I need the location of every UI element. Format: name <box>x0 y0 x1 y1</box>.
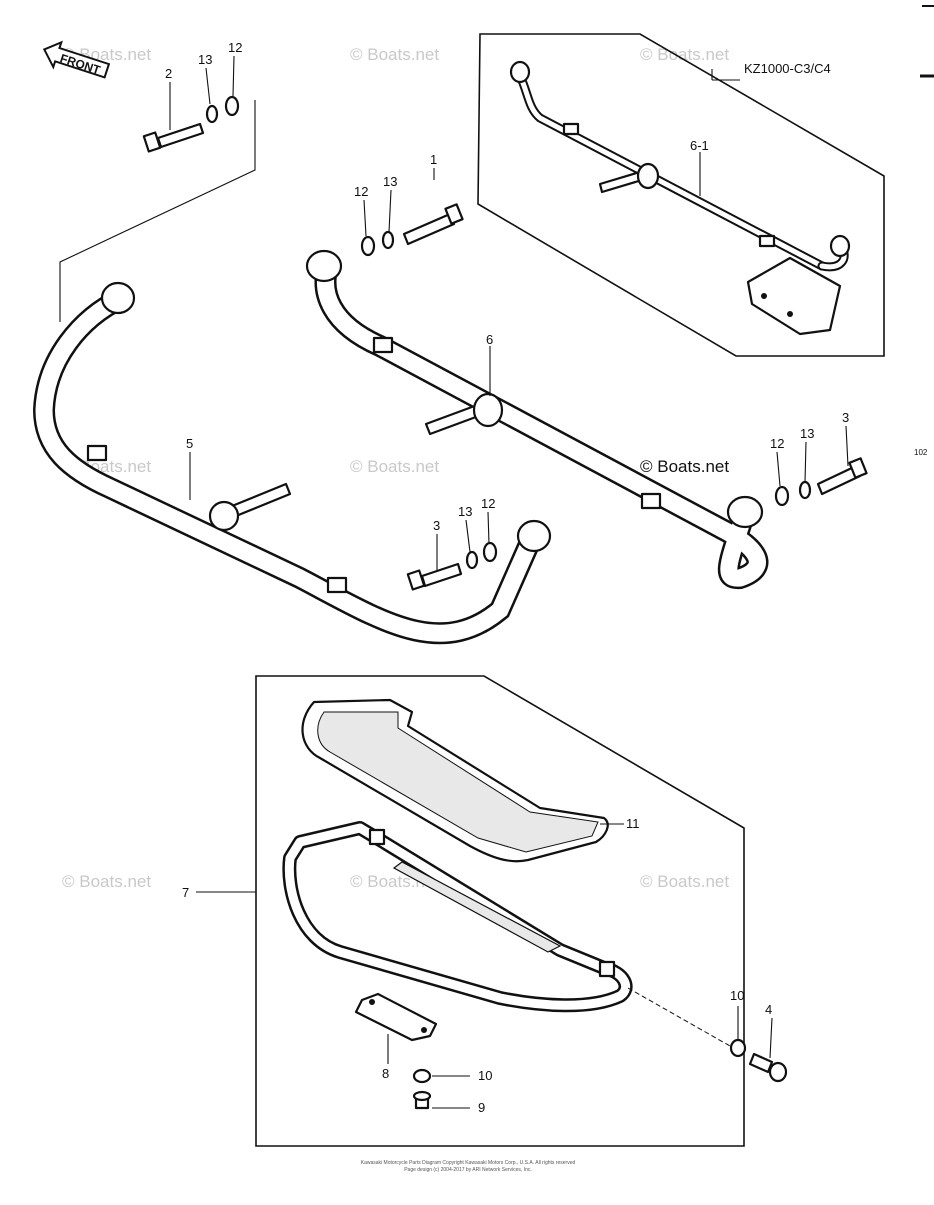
hardware-group-bar5-right <box>406 511 498 591</box>
callout-8: 8 <box>382 1066 389 1081</box>
callout-12: 12 <box>481 496 495 511</box>
bracket-8 <box>354 992 438 1064</box>
lock-washer-13 <box>205 104 219 124</box>
watermark-text: © Boats.net <box>350 45 439 64</box>
washer-12 <box>482 541 498 563</box>
callout-9: 9 <box>478 1100 485 1115</box>
watermark-text: © Boats.net <box>640 872 729 891</box>
inset-kz1000-c3-c4: KZ1000-C3/C4 <box>477 33 885 357</box>
callout-13: 13 <box>800 426 814 441</box>
bolt-2 <box>142 122 205 153</box>
callout-6-1: 6-1 <box>690 138 709 153</box>
bar-5 <box>32 281 552 645</box>
callout-10: 10 <box>478 1068 492 1083</box>
lock-washer-13 <box>381 230 395 250</box>
callout-7: 7 <box>182 885 189 900</box>
washer-12 <box>774 485 790 507</box>
callout-13: 13 <box>458 504 472 519</box>
edge-marks <box>920 5 934 78</box>
hardware-group-floorboard-right <box>627 987 788 1083</box>
bar-6 <box>305 249 769 590</box>
hardware-group-top-left <box>59 55 256 322</box>
washer-10 <box>412 1068 432 1084</box>
footer: Kawasaki Motorcycle Parts Diagram Copyri… <box>361 1160 576 1173</box>
washer-12 <box>224 95 240 117</box>
rubber-mat-11 <box>301 698 624 863</box>
footer-line-1: Kawasaki Motorcycle Parts Diagram Copyri… <box>361 1160 576 1166</box>
hardware-group-bar6-right <box>774 425 868 507</box>
page-ref: 102 <box>914 448 928 457</box>
floorboard-frame <box>282 821 633 1013</box>
callout-12: 12 <box>770 436 784 451</box>
washer-10 <box>729 1038 747 1058</box>
callout-4: 4 <box>765 1002 772 1017</box>
watermark-text: © Boats.net <box>350 457 439 476</box>
lock-washer-13 <box>465 550 479 570</box>
callout-3: 3 <box>433 518 440 533</box>
model-note: KZ1000-C3/C4 <box>744 61 831 76</box>
bolt-9 <box>412 1090 432 1110</box>
callout-6: 6 <box>486 332 493 347</box>
callout-10: 10 <box>730 988 744 1003</box>
callout-11: 11 <box>626 816 640 831</box>
lock-washer-13 <box>798 480 812 500</box>
bolt-3 <box>420 562 463 588</box>
floorboard-assembly-box <box>196 675 745 1147</box>
hardware-group-bar6-top <box>360 168 464 257</box>
washer-12 <box>360 235 376 257</box>
watermark-text: © Boats.net <box>640 45 729 64</box>
bar-6-1 <box>509 60 851 336</box>
footer-line-2: Page design (c) 2004-2017 by ARI Network… <box>404 1167 532 1173</box>
callout-3: 3 <box>842 410 849 425</box>
bolt-1 <box>402 212 456 246</box>
callout-13: 13 <box>383 174 397 189</box>
callouts: 1 2 13 12 12 13 6-1 6 5 12 13 3 3 13 12 … <box>165 40 849 1115</box>
callout-12: 12 <box>228 40 242 55</box>
callout-5: 5 <box>186 436 193 451</box>
watermark-text: © Boats.net <box>62 872 151 891</box>
callout-1: 1 <box>430 152 437 167</box>
callout-12: 12 <box>354 184 368 199</box>
bolt-4 <box>748 1052 774 1074</box>
watermark-dark: © Boats.net <box>640 457 729 476</box>
callout-2: 2 <box>165 66 172 81</box>
callout-13: 13 <box>198 52 212 67</box>
